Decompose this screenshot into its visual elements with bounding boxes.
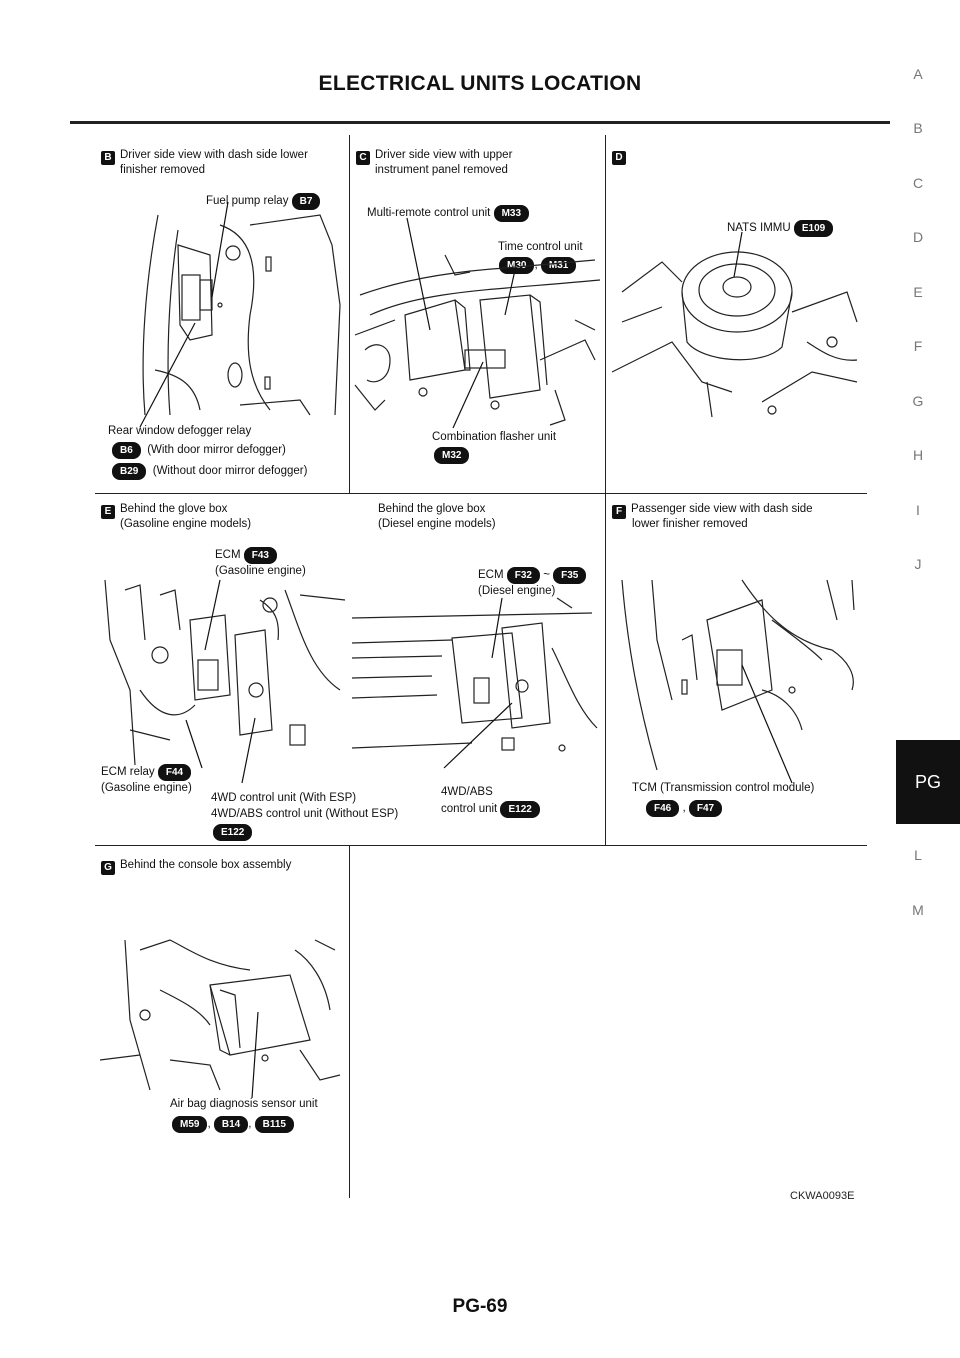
nats-immu-illustration — [611, 231, 858, 418]
glove-box-gasoline-illustration — [104, 579, 346, 784]
connector-f46[interactable]: F46 — [646, 800, 680, 817]
rear-window-defogger-relay-label: Rear window defogger relay — [108, 425, 252, 437]
grid-divider-h2 — [95, 845, 867, 847]
panel-c-badge: C — [356, 150, 370, 165]
panel-b-badge: B — [101, 150, 115, 165]
abs-control-unit-label: 4WD/ABS — [441, 786, 493, 798]
connector-f32[interactable]: F32 — [506, 567, 540, 584]
ecm-gasoline-note: (Gasoline engine) — [215, 565, 306, 577]
header-rule — [70, 121, 890, 124]
ecm-gasoline-label: ECM F43 — [215, 547, 277, 564]
side-index-f[interactable]: F — [913, 338, 923, 354]
connector-b6[interactable]: B6 — [112, 442, 141, 459]
fuel-pump-relay-label: Fuel pump relay B7 — [206, 193, 321, 210]
grid-divider-v3 — [349, 845, 351, 1198]
awd-abs-control-unit-label: 4WD/ABS control unit (Without ESP) — [211, 808, 399, 820]
multi-remote-label: Multi-remote control unit M33 — [367, 205, 530, 222]
awd-connector: E122 — [213, 824, 253, 841]
side-index-c[interactable]: C — [912, 175, 924, 191]
awd-control-unit-label: 4WD control unit (With ESP) — [211, 792, 357, 804]
panel-e-badge: E — [101, 504, 115, 519]
side-index-d[interactable]: D — [912, 229, 924, 245]
grid-divider-v1 — [349, 135, 351, 493]
connector-b14[interactable]: B14 — [213, 1116, 249, 1133]
connector-e109[interactable]: E109 — [793, 220, 834, 237]
ecm-relay-label: ECM relay F44 — [101, 764, 192, 781]
driver-side-dash-illustration — [139, 201, 341, 428]
panel-e-heading-2: (Gasoline engine models) — [120, 518, 252, 530]
side-index-e[interactable]: E — [913, 284, 923, 300]
connector-b7[interactable]: B7 — [291, 193, 321, 210]
page-number: PG-69 — [452, 1296, 508, 1317]
console-box-illustration — [99, 939, 341, 1099]
side-index-h[interactable]: H — [912, 447, 924, 463]
glove-box-diesel-illustration — [351, 597, 598, 769]
panel-d-badge: D — [612, 150, 626, 165]
side-index-a[interactable]: A — [913, 66, 923, 82]
combination-flasher-label: Combination flasher unit — [432, 431, 557, 443]
tcm-label: TCM (Transmission control module) — [632, 782, 815, 794]
panel-g-badge: G — [101, 860, 115, 875]
side-index-i[interactable]: I — [916, 502, 920, 518]
ecm-diesel-label: ECM F32 ~ F35 — [478, 567, 587, 584]
time-control-unit-label: Time control unit — [498, 241, 583, 253]
grid-divider-h1 — [95, 493, 867, 495]
flasher-connector: M32 — [434, 447, 470, 464]
connector-f35[interactable]: F35 — [553, 567, 587, 584]
connector-e122-diesel[interactable]: E122 — [500, 801, 540, 818]
side-index-m[interactable]: M — [912, 902, 924, 918]
panel-f-badge: F — [612, 504, 626, 519]
connector-m59[interactable]: M59 — [172, 1116, 208, 1133]
ecm-relay-note: (Gasoline engine) — [101, 782, 192, 794]
connector-e122-gas[interactable]: E122 — [213, 824, 253, 841]
panel-c-heading-2: instrument panel removed — [375, 164, 508, 176]
panel-f-heading-2: lower finisher removed — [632, 518, 748, 530]
side-index-pg-active[interactable]: PG — [896, 740, 960, 824]
airbag-connectors: M59, B14, B115 — [172, 1116, 294, 1133]
connector-m32[interactable]: M32 — [434, 447, 470, 464]
passenger-side-dash-illustration — [621, 579, 855, 784]
side-index-l[interactable]: L — [914, 847, 922, 863]
time-control-connectors: M30, M31 — [499, 257, 577, 274]
airbag-sensor-label: Air bag diagnosis sensor unit — [170, 1098, 318, 1110]
nats-immu-label: NATS IMMU E109 — [727, 220, 834, 237]
connector-b115[interactable]: B115 — [254, 1116, 294, 1133]
connector-b29[interactable]: B29 — [112, 463, 147, 480]
panel-b-heading-2: finisher removed — [120, 164, 206, 176]
tcm-connectors: F46 , F47 — [646, 800, 723, 817]
connector-f44[interactable]: F44 — [157, 764, 192, 781]
connector-f47[interactable]: F47 — [688, 800, 723, 817]
connector-f43[interactable]: F43 — [243, 547, 277, 564]
panel-e-diesel-heading: Behind the glove box — [378, 503, 486, 515]
side-index-j[interactable]: J — [914, 556, 922, 572]
connector-m33[interactable]: M33 — [493, 205, 530, 222]
grid-divider-v2 — [605, 135, 607, 845]
ecm-diesel-note: (Diesel engine) — [478, 585, 556, 597]
figure-code: CKWA0093E — [790, 1190, 855, 1202]
panel-e-diesel-heading-2: (Diesel engine models) — [378, 518, 496, 530]
connector-m31[interactable]: M31 — [540, 257, 577, 274]
page-title: ELECTRICAL UNITS LOCATION — [318, 72, 642, 95]
panel-d-heading: D — [612, 148, 631, 165]
side-index-g[interactable]: G — [912, 393, 924, 409]
side-index-b[interactable]: B — [913, 120, 923, 136]
upper-instrument-panel-illustration — [354, 217, 601, 429]
b29-line: B29 (Without door mirror defogger) — [112, 463, 307, 480]
abs-control-unit-label-2: control unit E122 — [441, 801, 540, 818]
b6-line: B6 (With door mirror defogger) — [112, 442, 286, 459]
